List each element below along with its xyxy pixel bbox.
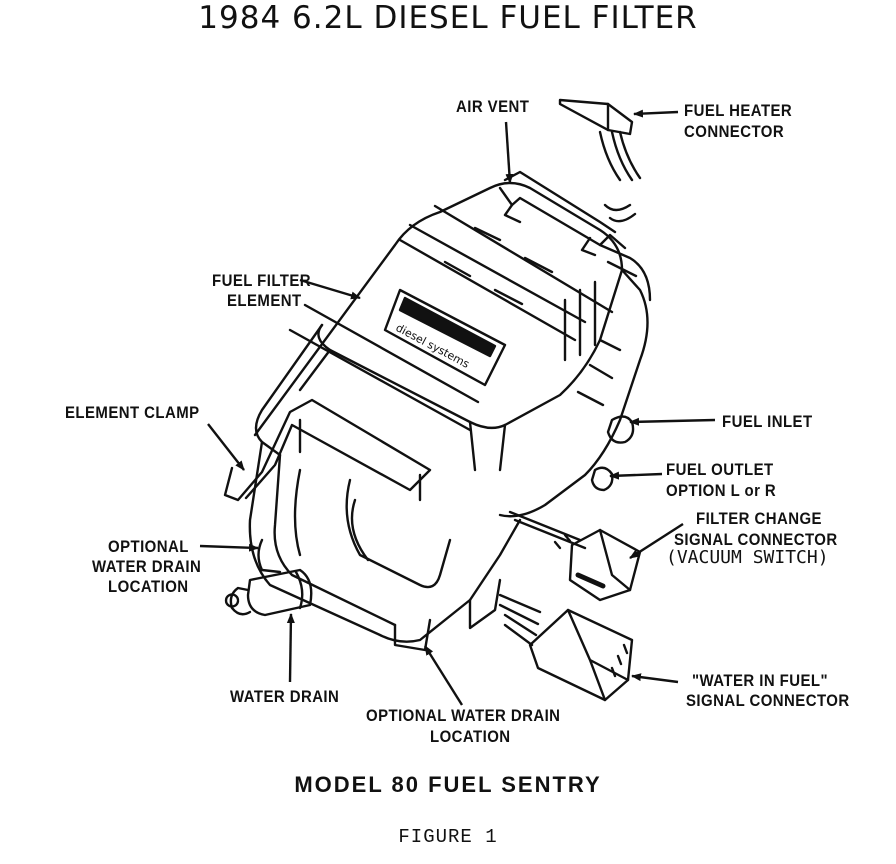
arrow-fuel-heater — [633, 109, 679, 118]
arrow-element-clamp — [207, 423, 245, 471]
arrow-air-vent — [504, 121, 514, 184]
element-clamp-wire — [223, 398, 452, 589]
filter-body-right — [498, 243, 652, 518]
arrow-fuel-inlet — [629, 417, 716, 426]
logo-plate — [383, 288, 507, 387]
label-fuel-heater-2: CONNECTOR — [684, 122, 785, 141]
filter-base — [248, 440, 522, 652]
label-optional-drain-bottom-2: LOCATION — [430, 727, 511, 746]
arrow-filter-change — [629, 522, 684, 560]
label-vacuum-switch: (VACUUM SWITCH) — [666, 547, 829, 568]
arrow-water-drain — [286, 613, 295, 683]
water-in-fuel-connector — [498, 593, 634, 702]
label-optional-drain-bottom-1: OPTIONAL WATER DRAIN — [366, 706, 561, 725]
water-drain-valve — [224, 538, 313, 617]
label-optional-drain-left-1: OPTIONAL — [108, 537, 189, 556]
label-air-vent: AIR VENT — [456, 97, 530, 116]
label-fuel-outlet-1: FUEL OUTLET — [666, 460, 774, 479]
label-fuel-inlet: FUEL INLET — [722, 412, 813, 431]
label-fuel-outlet-2: OPTION L or R — [666, 481, 777, 500]
leader-arrows — [199, 109, 716, 706]
arrow-fuel-outlet — [609, 471, 663, 480]
label-optional-drain-left-2: WATER DRAIN — [92, 557, 202, 576]
label-filter-change-1: FILTER CHANGE — [696, 509, 822, 528]
label-filter-change-2: SIGNAL CONNECTOR — [674, 530, 838, 549]
model-caption: MODEL 80 FUEL SENTRY — [294, 772, 602, 797]
filter-change-connector — [508, 510, 642, 602]
fuel-heater-connector — [558, 98, 642, 223]
arrow-water-in-fuel — [631, 673, 679, 684]
arrow-fuel-filter-element — [299, 278, 361, 300]
label-element-clamp: ELEMENT CLAMP — [65, 403, 200, 422]
label-water-in-fuel-2: SIGNAL CONNECTOR — [686, 691, 850, 710]
diagram-title: 1984 6.2L DIESEL FUEL FILTER — [198, 0, 698, 36]
filter-element-housing — [253, 181, 624, 472]
figure-caption: FIGURE 1 — [398, 826, 498, 848]
label-water-in-fuel-1: "WATER IN FUEL" — [692, 671, 829, 690]
label-fuel-filter-element-2: ELEMENT — [227, 291, 302, 310]
label-fuel-heater-1: FUEL HEATER — [684, 101, 793, 120]
arrow-optional-drain-bottom — [423, 645, 464, 706]
label-water-drain: WATER DRAIN — [230, 687, 340, 706]
arrow-optional-drain-left — [199, 543, 259, 552]
label-fuel-filter-element-1: FUEL FILTER — [212, 271, 312, 290]
label-optional-drain-left-3: LOCATION — [108, 577, 189, 596]
